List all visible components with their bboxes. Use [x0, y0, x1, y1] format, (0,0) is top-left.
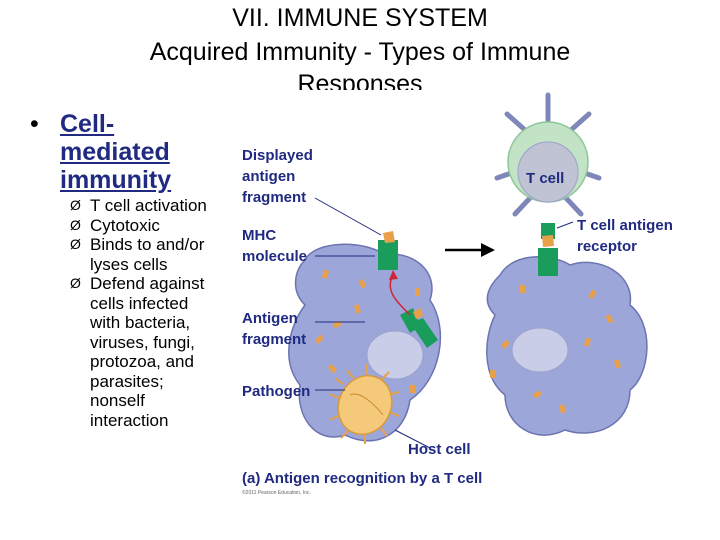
copyright-notice: ©2011 Pearson Education, Inc. [242, 489, 311, 496]
figure-caption: (a) Antigen recognition by a T cell [242, 470, 482, 487]
label-receptor-line-1: T cell antigen [577, 217, 673, 234]
label-antigen-fragment: Antigen fragment [242, 310, 306, 348]
title-line-1: VII. IMMUNE SYSTEM [232, 4, 488, 32]
label-displayed-line-1: Displayed [242, 147, 313, 164]
t-cell-inner [517, 141, 579, 203]
t-cell-receptor [541, 223, 555, 239]
label-mhc-line-2: molecule [242, 248, 307, 265]
arrow-bullet-icon: Ø [70, 216, 81, 233]
label-receptor: T cell antigen receptor [577, 217, 677, 255]
label-mhc: MHC molecule [242, 227, 307, 265]
mhc-molecule-left [378, 240, 398, 270]
subpoint-text: T cell activation [90, 196, 207, 215]
transport-arrowhead [389, 270, 398, 280]
label-displayed: Displayed antigen fragment [242, 147, 317, 206]
displayed-antigen-right [542, 235, 554, 247]
arrow-bullet-icon: Ø [70, 275, 81, 291]
bullet-heading: Cell-mediated immunity [60, 110, 172, 194]
slide-title: VII. IMMUNE SYSTEM Acquired Immunity - T… [0, 0, 720, 90]
arrow-bullet-icon: Ø [70, 197, 81, 213]
host-nucleus-right [511, 327, 569, 373]
subpoint-text: Cytotoxic [90, 215, 160, 235]
title-line-2: Acquired Immunity - Types of Immune [149, 38, 571, 66]
label-receptor-line-2: receptor [577, 238, 637, 255]
mhc-internal [400, 308, 438, 348]
t-cell-label: T cell [526, 170, 564, 187]
subpoint-item: Ø Binds to and/or lyses cells [70, 235, 210, 274]
label-pathogen: Pathogen [242, 383, 310, 400]
title-line-3: Responses [297, 70, 423, 90]
subpoint-text: Binds to and/or lyses cells [90, 235, 205, 274]
subpoint-text: Defend against cells infected with bacte… [90, 274, 205, 430]
leader-lines [314, 197, 574, 449]
host-nucleus-left [366, 330, 424, 380]
label-mhc-line-1: MHC [242, 227, 276, 244]
internal-antigen [413, 308, 423, 319]
label-antigen-fragment-line-1: Antigen [242, 310, 298, 327]
label-host-cell: Host cell [408, 441, 471, 458]
subpoint-item: Ø Cytotoxic [70, 216, 210, 236]
arrow-bullet-icon: Ø [70, 236, 81, 252]
recognition-arrowhead [481, 243, 495, 257]
label-displayed-line-3: fragment [242, 189, 306, 206]
subpoint-list: Ø T cell activation Ø Cytotoxic Ø Binds … [70, 196, 210, 430]
antigen-fragments-right [490, 285, 622, 414]
label-antigen-fragment-line-2: fragment [242, 331, 306, 348]
antigen-recognition-figure: T cell Displayed antigen fragment MHC mo… [242, 92, 677, 496]
mhc-molecule-right [538, 248, 558, 276]
pathogen [328, 364, 400, 444]
subpoint-item: Ø T cell activation [70, 196, 210, 216]
subpoint-item: Ø Defend against cells infected with bac… [70, 274, 210, 430]
displayed-antigen-left [383, 231, 395, 243]
bullet-marker: • [30, 110, 39, 138]
label-displayed-line-2: antigen [242, 168, 295, 185]
